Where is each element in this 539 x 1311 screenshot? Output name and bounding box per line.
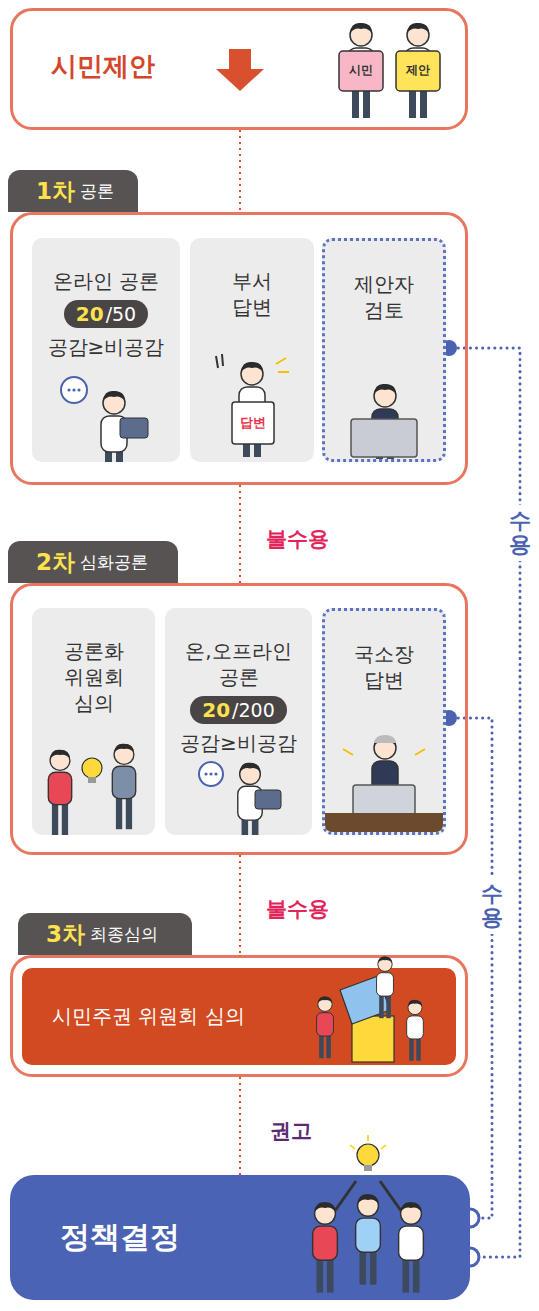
step-label: 제안자 검토 [350,271,418,323]
step-card: 온,오프라인 공론 20/200 공감≥비공감 [165,608,312,835]
flow-connector [240,485,241,583]
decision-label: 정책결정 [60,1217,180,1258]
step-card: 부서 답변답변 [190,238,314,462]
stage-name: 공론 [80,180,114,203]
stage-number: 2차 [36,547,75,578]
threshold-count: 20 [202,698,230,722]
stage-number: 3차 [46,919,85,950]
stage-tab: 3차최종심의 [18,913,192,955]
decision-box: 정책결정 [10,1175,470,1300]
edge-label: 불수용 [266,525,329,553]
stage-tab: 2차심화공론 [8,541,178,583]
threshold-pill: 20/50 [64,300,148,328]
sign-text: 제안 [396,62,440,79]
sign-text: 시민 [339,62,383,79]
step-card: 공론화 위원회 심의 [32,608,155,835]
stage-name: 심화공론 [80,551,148,574]
edge-label: 불수용 [266,895,329,923]
sign-text: 답변 [232,414,274,432]
threshold-total: /50 [106,303,137,325]
stage-box: 1차공론 온라인 공론20/50공감≥비공감 부서 답변답변 제안자 검토 [10,212,468,485]
flow-connector [240,130,241,212]
committee-box: 시민주권 위원회 심의 [22,968,456,1065]
proposal-box: 시민제안시민제안 [10,8,468,130]
step-label: 국소장 답변 [350,641,418,693]
edge-label: 수용 [506,505,534,561]
step-label: 공론화 위원회 심의 [58,638,130,716]
threshold-total: /200 [232,699,275,721]
edge-label: 수용 [478,878,506,934]
stage-box: 3차최종심의 시민주권 위원회 심의 [10,955,468,1077]
step-card: 온라인 공론 20/50 공감≥비공감 [32,238,180,462]
review-card: 국소장 답변 [322,608,446,835]
stage-number: 1차 [36,176,75,207]
flow-connector [240,855,241,955]
stage-box: 2차심화공론 공론화 위원회 심의 온,오프라인 공론20/200공감≥비공감 … [10,583,468,855]
step-label: 온라인 공론 [53,268,159,294]
step-label: 온,오프라인 공론 [177,638,301,690]
threshold-rule: 공감≥비공감 [48,334,165,360]
threshold-rule: 공감≥비공감 [180,730,297,756]
review-card: 제안자 검토 [322,238,446,462]
edge-label: 권고 [270,1117,312,1145]
stage-name: 최종심의 [90,923,158,946]
threshold-count: 20 [76,302,104,326]
step-label: 부서 답변 [226,268,278,320]
stage-tab: 1차공론 [8,170,138,212]
flow-connector [441,340,520,1266]
proposal-title: 시민제안 [51,49,155,84]
threshold-pill: 20/200 [190,696,287,724]
flow-connector [240,1077,241,1175]
committee-label: 시민주권 위원회 심의 [52,1003,245,1030]
